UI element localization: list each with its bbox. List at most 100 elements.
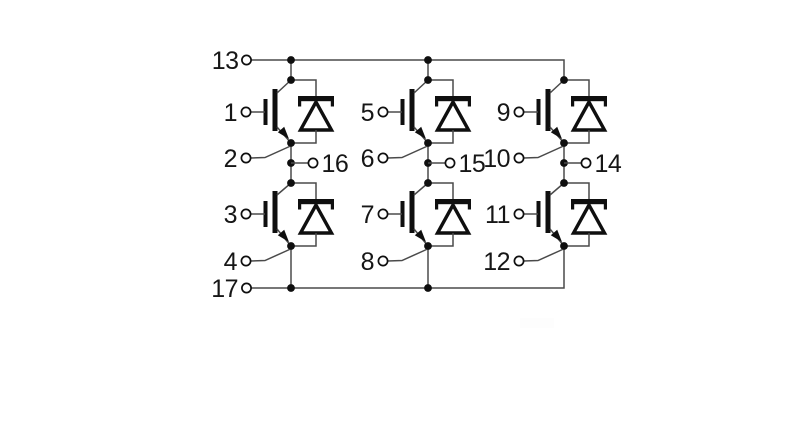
junction-dot xyxy=(424,76,432,84)
igbt-9-gate-bar xyxy=(536,99,541,125)
terminal-11-label: 11 xyxy=(485,201,510,229)
terminal-15-pad xyxy=(444,157,456,169)
diode-11-cathode-tick-left xyxy=(571,199,575,210)
diode-5-anode-wire xyxy=(428,130,454,144)
diode-9-cathode-wire xyxy=(564,79,590,96)
aux-emitter-wire xyxy=(250,145,290,159)
diode-5-cathode-wire xyxy=(428,79,454,96)
junction-dot xyxy=(287,242,295,250)
diode-1-cathode-tick-left xyxy=(298,96,302,107)
diode-3-cathode-tick-right xyxy=(330,199,334,210)
diode-7-triangle xyxy=(434,201,472,235)
terminal-7-pad xyxy=(377,208,389,220)
diode-9-cathode-tick-left xyxy=(571,96,575,107)
terminal-1-label: 1 xyxy=(224,99,237,127)
diode-1-anode-wire xyxy=(291,130,317,144)
terminal-3-label: 3 xyxy=(224,201,237,229)
terminal-16-label: 16 xyxy=(322,150,349,178)
terminal-14-label: 14 xyxy=(595,150,622,178)
diode-7-cathode-tick-right xyxy=(467,199,471,210)
terminal-4-pad xyxy=(240,255,252,267)
igbt-5-gate-bar xyxy=(400,99,405,125)
terminal-8-pad xyxy=(377,255,389,267)
top-bus xyxy=(251,59,565,80)
terminal-12-pad xyxy=(513,255,525,267)
terminal-5-label: 5 xyxy=(361,99,374,127)
terminal-3-pad xyxy=(240,208,252,220)
terminal-12-label: 12 xyxy=(483,248,510,276)
terminal-6-pad xyxy=(377,152,389,164)
igbt-1-gate-bar xyxy=(263,99,268,125)
terminal-6-label: 6 xyxy=(361,145,374,173)
junction-dot xyxy=(424,139,432,147)
igbt-3-gate-bar xyxy=(263,201,268,227)
igbt-1-emitter-arrow-icon xyxy=(277,126,289,139)
igbt-7-body-bar xyxy=(409,191,415,233)
diode-11-triangle xyxy=(570,201,608,235)
junction-dot xyxy=(287,76,295,84)
terminal-10-pad xyxy=(513,152,525,164)
diode-5-cathode-tick-right xyxy=(467,96,471,107)
igbt-11-gate-bar xyxy=(536,201,541,227)
terminal-9-label: 9 xyxy=(497,99,510,127)
igbt-9-body-bar xyxy=(545,89,551,131)
diode-5-cathode-tick-left xyxy=(435,96,439,107)
diode-11-anode-wire xyxy=(564,233,590,247)
terminal-8-label: 8 xyxy=(361,248,374,276)
junction-dot xyxy=(424,56,432,64)
junction-dot xyxy=(424,242,432,250)
terminal-15-label: 15 xyxy=(459,150,486,178)
terminal-10-label: 10 xyxy=(483,145,510,173)
junction-dot xyxy=(424,284,432,292)
junction-dot xyxy=(287,56,295,64)
terminal-16-pad xyxy=(307,157,319,169)
terminal-7-label: 7 xyxy=(361,201,374,229)
aux-emitter-wire xyxy=(250,248,290,262)
igbt-9-emitter-arrow-icon xyxy=(550,126,562,139)
terminal-13-label: 13 xyxy=(212,47,239,75)
diode-3-cathode-wire xyxy=(291,182,317,199)
aux-emitter-wire xyxy=(523,145,563,159)
igbt-5-body-bar xyxy=(409,89,415,131)
diode-11-cathode-tick-right xyxy=(603,199,607,210)
aux-emitter-wire xyxy=(387,248,427,262)
terminal-11-pad xyxy=(513,208,525,220)
diode-3-anode-wire xyxy=(291,233,317,247)
terminal-13-pad xyxy=(241,54,252,66)
bottom-bus xyxy=(251,246,565,289)
igbt-1-body-bar xyxy=(272,89,278,131)
junction-dot xyxy=(287,284,295,292)
igbt-11-body-bar xyxy=(545,191,551,233)
diode-3-triangle xyxy=(297,201,335,235)
igbt-7-emitter-arrow-icon xyxy=(414,229,426,242)
diode-7-cathode-tick-left xyxy=(435,199,439,210)
terminal-2-pad xyxy=(240,152,252,164)
igbt-11-emitter-arrow-icon xyxy=(550,229,562,242)
junction-dot xyxy=(560,76,568,84)
igbt-7-gate-bar xyxy=(400,201,405,227)
terminal-5-pad xyxy=(377,106,389,118)
igbt-3-emitter-arrow-icon xyxy=(277,229,289,242)
terminal-17-label: 17 xyxy=(211,275,238,303)
diode-1-triangle xyxy=(297,98,335,132)
junction-dot xyxy=(424,179,432,187)
diode-3-cathode-tick-left xyxy=(298,199,302,210)
igbt-5-emitter-arrow-icon xyxy=(414,126,426,139)
diode-7-anode-wire xyxy=(428,233,454,247)
diode-9-cathode-tick-right xyxy=(603,96,607,107)
junction-dot xyxy=(560,242,568,250)
igbt-3-body-bar xyxy=(272,191,278,233)
diode-11-cathode-wire xyxy=(564,182,590,199)
aux-emitter-wire xyxy=(523,248,563,262)
diode-9-triangle xyxy=(570,98,608,132)
diode-1-cathode-wire xyxy=(291,79,317,96)
terminal-9-pad xyxy=(513,106,525,118)
terminal-14-pad xyxy=(580,157,592,169)
terminal-1-pad xyxy=(240,106,252,118)
faint-artifact xyxy=(520,318,554,328)
junction-dot xyxy=(560,179,568,187)
terminal-2-label: 2 xyxy=(224,145,237,173)
terminal-4-label: 4 xyxy=(224,248,238,276)
